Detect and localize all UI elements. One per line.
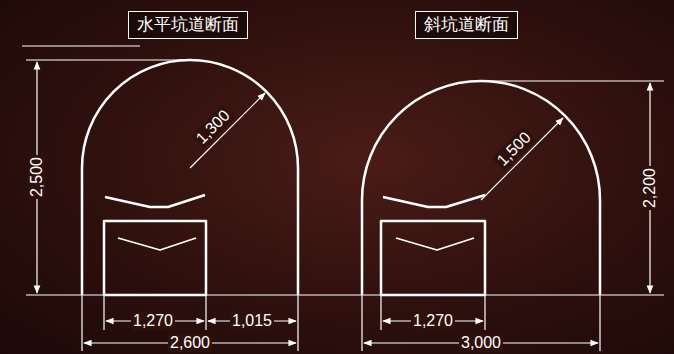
section-title: 水平坑道断面 <box>137 15 239 35</box>
dimension-label: 2,500 <box>28 155 46 199</box>
car-chevron <box>118 238 196 250</box>
dimension-label: 3,000 <box>459 334 503 352</box>
section-title-box: 水平坑道断面 <box>128 11 248 39</box>
dimension-label: 1,300 <box>191 105 235 149</box>
extension-line <box>297 295 298 351</box>
radius-line <box>190 93 265 168</box>
car-top <box>383 195 485 207</box>
mine-car <box>104 221 206 295</box>
extension-line <box>81 295 82 351</box>
section-title: 斜坑道断面 <box>424 15 509 35</box>
horizontal-tunnel-outline <box>82 60 298 295</box>
section-title-box: 斜坑道断面 <box>415 11 518 39</box>
inclined-tunnel-outline <box>362 81 600 295</box>
dimension-label: 1,270 <box>411 312 455 330</box>
car-chevron <box>396 238 474 250</box>
extension-line <box>361 295 362 351</box>
car-top <box>105 195 205 207</box>
dimension-label: 1,500 <box>492 127 536 171</box>
extension-line <box>103 295 104 330</box>
extension-line <box>484 295 485 330</box>
extension-line <box>599 295 600 351</box>
extension-line <box>380 295 381 330</box>
radius-line <box>481 118 563 200</box>
extension-line <box>205 295 206 330</box>
ground-line <box>26 294 664 295</box>
extension-line <box>22 45 140 46</box>
extension-line <box>26 59 190 60</box>
dimension-label: 2,200 <box>641 166 659 210</box>
dimension-label: 2,600 <box>168 334 212 352</box>
mine-car <box>381 221 485 295</box>
extension-line <box>481 80 664 81</box>
dimension-label: 1,015 <box>230 312 274 330</box>
dimension-label: 1,270 <box>131 312 175 330</box>
